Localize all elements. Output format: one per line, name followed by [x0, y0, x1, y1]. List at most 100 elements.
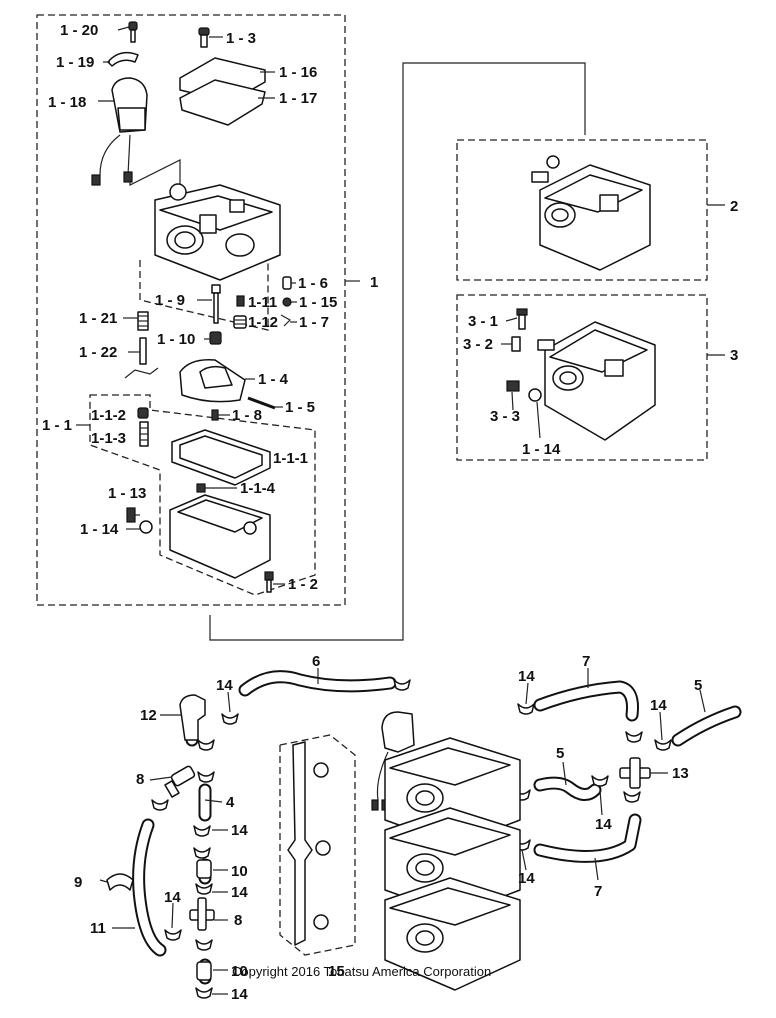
label-1-12: 1-12	[248, 314, 278, 331]
washer-1-14-b	[528, 388, 542, 402]
screw-1-3	[198, 27, 210, 48]
label-14-g: 14	[231, 884, 248, 901]
label-7-bottom: 7	[594, 883, 602, 900]
label-14-a: 14	[216, 677, 233, 694]
part-1-8	[211, 409, 219, 421]
label-1-8: 1 - 8	[232, 407, 262, 424]
fitting-13	[619, 757, 651, 789]
fitting-10-lower	[196, 961, 212, 981]
jet-1-1-3	[139, 421, 149, 447]
label-14-f: 14	[518, 870, 535, 887]
copyright-text: Copyright 2016 Tohatsu America Corporati…	[232, 964, 491, 979]
label-1-10: 1 - 10	[157, 331, 195, 348]
label-8-upper: 8	[136, 771, 144, 788]
label-3: 3	[730, 347, 738, 364]
screw-1-20	[128, 21, 138, 43]
fitting-10-upper	[196, 859, 212, 879]
float-bowl	[169, 494, 271, 579]
label-1-20: 1 - 20	[60, 22, 98, 39]
label-14-d: 14	[595, 816, 612, 833]
label-1-1-2: 1-1-2	[91, 407, 126, 424]
label-1: 1	[370, 274, 378, 291]
part-1-12	[233, 315, 247, 329]
carburetor-2-box	[456, 139, 708, 281]
screw-3-1	[516, 308, 528, 330]
label-14-i: 14	[231, 986, 248, 1003]
label-1-1-1: 1-1-1	[273, 450, 308, 467]
hose-clamps	[151, 679, 672, 999]
washer-1-14	[139, 520, 153, 534]
screw-1-2	[264, 571, 274, 593]
clip-1-7	[280, 314, 291, 327]
label-10-lower: 10	[231, 963, 248, 980]
label-1-17: 1 - 17	[279, 90, 317, 107]
label-1-5: 1 - 5	[285, 399, 315, 416]
label-1-15: 1 - 15	[299, 294, 337, 311]
label-3-2: 3 - 2	[463, 336, 493, 353]
label-1-19: 1 - 19	[56, 54, 94, 71]
label-13: 13	[672, 765, 689, 782]
pin-1-5	[247, 396, 276, 410]
label-1-9: 1 - 9	[155, 292, 185, 309]
label-2: 2	[730, 198, 738, 215]
label-9: 9	[74, 874, 82, 891]
label-12: 12	[140, 707, 157, 724]
gasket-1-17	[179, 79, 266, 126]
label-6: 6	[312, 653, 320, 670]
label-5-right: 5	[694, 677, 702, 694]
label-4: 4	[226, 794, 235, 811]
label-1-1-3: 1-1-3	[91, 430, 126, 447]
carburetor-assembly-3	[537, 321, 656, 441]
label-11: 11	[90, 920, 106, 937]
spring-1-21	[137, 311, 149, 331]
label-14-h: 14	[164, 889, 181, 906]
part-1-10	[209, 331, 222, 345]
part-1-11	[236, 295, 245, 307]
label-1-2: 1 - 2	[288, 576, 318, 593]
label-1-14: 1 - 14	[80, 521, 119, 538]
carburetor-stack	[371, 711, 521, 991]
part-1-1-4	[196, 483, 206, 493]
label-1-13: 1 - 13	[108, 485, 146, 502]
float-1-4	[179, 359, 246, 403]
carburetor-3-box	[456, 294, 708, 461]
label-1-21: 1 - 21	[79, 310, 117, 327]
pin-1-22	[139, 337, 147, 365]
label-3-3: 3 - 3	[490, 408, 520, 425]
fitting-8-upper	[164, 765, 196, 798]
clamp-1-19	[107, 51, 139, 67]
label-3-1: 3 - 1	[468, 313, 498, 330]
connector-line	[209, 62, 586, 641]
link-rod-15	[287, 741, 331, 946]
part-1-13	[126, 507, 136, 523]
part-1-6	[282, 276, 292, 290]
spring-3-2	[511, 336, 521, 352]
label-5-mid: 5	[556, 745, 564, 762]
elbow-12	[179, 694, 206, 741]
needle-1-9	[211, 284, 221, 324]
link-rod-box-15	[279, 734, 356, 956]
label-8-lower: 8	[234, 912, 242, 929]
carburetor-assembly-2	[531, 155, 651, 271]
label-1-3: 1 - 3	[226, 30, 256, 47]
carburetor-1-group-box	[36, 14, 346, 606]
label-1-14-b: 1 - 14	[522, 441, 561, 458]
label-10-upper: 10	[231, 863, 248, 880]
fitting-8-lower	[189, 897, 215, 931]
clip-9	[106, 873, 134, 891]
label-7-top: 7	[582, 653, 590, 670]
label-14-e: 14	[231, 822, 248, 839]
label-1-4: 1 - 4	[258, 371, 289, 388]
label-1-1: 1 - 1	[42, 417, 72, 434]
label-1-7: 1 - 7	[299, 314, 329, 331]
label-1-22: 1 - 22	[79, 344, 117, 361]
label-1-6: 1 - 6	[298, 275, 328, 292]
part-1-15	[282, 297, 292, 307]
label-1-16: 1 - 16	[279, 64, 317, 81]
label-14-b: 14	[518, 668, 535, 685]
screw-3-3	[506, 380, 520, 392]
part-1-1-2	[137, 407, 149, 419]
sensor-1-18	[91, 77, 148, 186]
label-15: 15	[328, 963, 345, 980]
